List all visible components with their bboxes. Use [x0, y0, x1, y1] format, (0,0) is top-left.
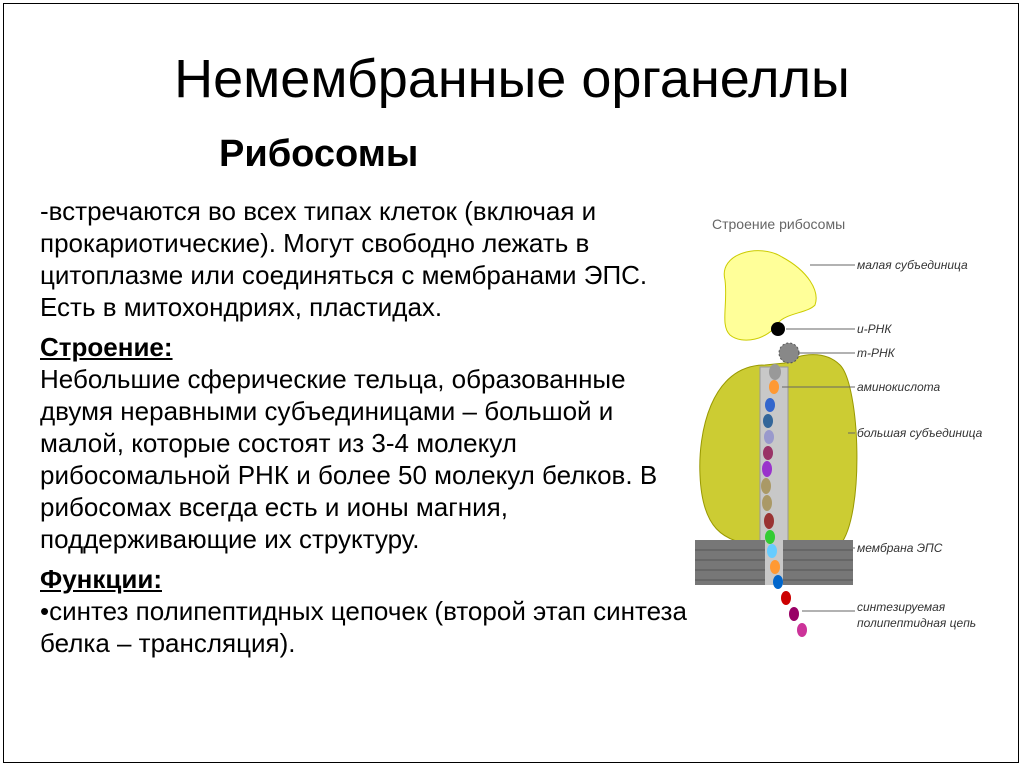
slide-title: Немембранные органеллы — [174, 49, 850, 109]
label-er-membrane: мембрана ЭПС — [857, 541, 943, 555]
small-subunit-shape — [723, 250, 817, 341]
functions-paragraph: •синтез полипептидных цепочек (второй эт… — [40, 596, 687, 658]
functions-heading: Функции: — [40, 564, 162, 594]
intro-paragraph: -встречаются во всех типах клеток (включ… — [40, 196, 648, 322]
structure-paragraph: Небольшие сферические тельца, образованн… — [40, 364, 658, 554]
polypeptide-chain — [761, 364, 807, 637]
slide-subtitle: Рибосомы — [219, 133, 419, 175]
label-irna: и-РНК — [857, 322, 892, 336]
diagram-caption: Строение рибосомы — [712, 216, 845, 232]
leader-lines — [782, 264, 855, 612]
ribosome-diagram-svg: Строение рибосомы — [695, 216, 983, 637]
trna-dot — [778, 342, 800, 364]
irna-dot — [771, 322, 785, 336]
slide-body: -встречаются во всех типах клеток (включ… — [40, 195, 690, 659]
ribosome-diagram: Строение рибосомы — [690, 205, 1020, 655]
structure-heading: Строение: — [40, 332, 173, 362]
slide-frame — [3, 3, 1019, 763]
label-small-subunit: малая субъединица — [857, 258, 968, 272]
label-polypeptide-line2: полипептидная цепь — [857, 616, 976, 630]
label-polypeptide-line1: синтезируемая — [857, 600, 946, 614]
label-large-subunit: большая субъединица — [857, 426, 983, 440]
label-trna: т-РНК — [857, 346, 896, 360]
label-amino-acid: аминокислота — [857, 380, 940, 394]
